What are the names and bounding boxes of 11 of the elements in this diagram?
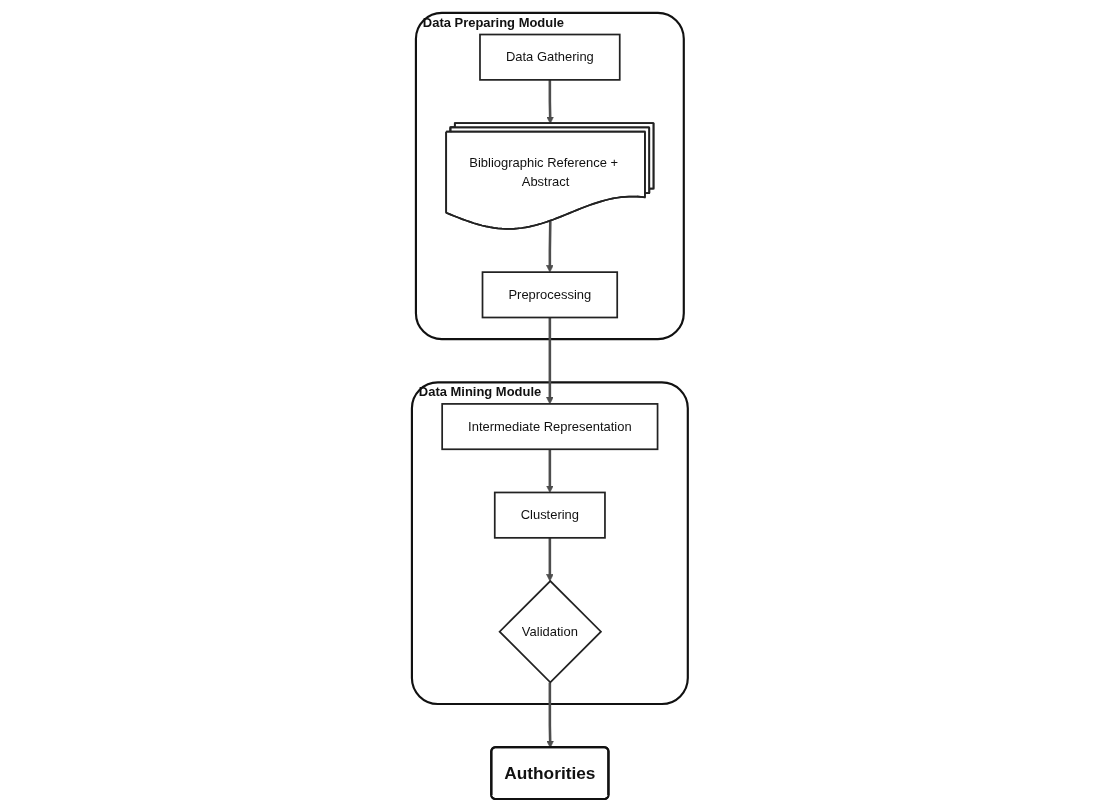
- node-box: Intermediate Representation: [440, 403, 659, 451]
- arrow: [545, 537, 554, 582]
- node-box: Data Gathering: [478, 33, 621, 81]
- node-diamond: Validation: [498, 579, 602, 684]
- arrow: [545, 221, 554, 273]
- arrow: [545, 317, 554, 405]
- node-box: Preprocessing: [481, 271, 618, 319]
- node-box: Clustering: [493, 491, 606, 539]
- arrow: [546, 79, 554, 124]
- arrow: [546, 682, 554, 748]
- arrow: [545, 449, 554, 493]
